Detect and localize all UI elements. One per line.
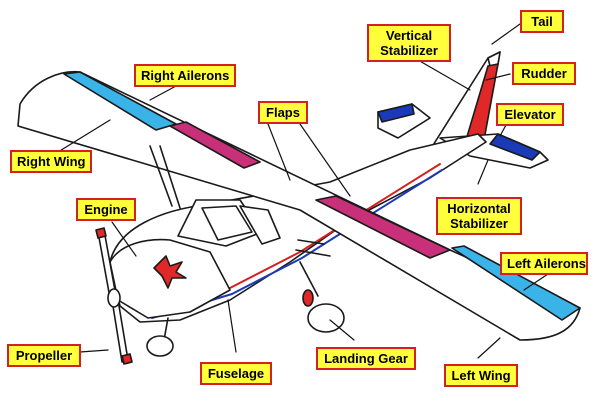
label-right-wing: Right Wing <box>10 150 92 173</box>
wing-strut <box>149 145 173 207</box>
label-rudder: Rudder <box>512 62 576 85</box>
cockpit-windows <box>177 199 281 247</box>
label-propeller: Propeller <box>7 344 81 367</box>
label-left-wing: Left Wing <box>444 364 518 387</box>
label-landing-gear: Landing Gear <box>316 347 416 370</box>
engine-cowling <box>109 238 231 319</box>
label-elevator: Elevator <box>496 103 564 126</box>
label-engine: Engine <box>76 198 136 221</box>
elevator <box>489 133 541 161</box>
label-flaps: Flaps <box>258 101 308 124</box>
label-tail: Tail <box>520 10 564 33</box>
label-left-ailerons: Left Ailerons <box>500 252 588 275</box>
horizontal-stabilizer-left <box>377 103 431 139</box>
main-wing <box>17 70 581 341</box>
wing-strut <box>297 239 325 245</box>
label-vertical-stabilizer: Vertical Stabilizer <box>367 24 451 62</box>
label-horizontal-stabilizer: Horizontal Stabilizer <box>436 197 522 235</box>
leader-lines <box>57 23 549 359</box>
label-fuselage: Fuselage <box>200 362 272 385</box>
wing-strut <box>159 145 181 209</box>
landing-gear <box>146 261 345 357</box>
emblem <box>153 255 187 289</box>
label-right-ailerons: Right Ailerons <box>134 64 236 87</box>
propeller <box>95 227 133 365</box>
wing-strut <box>295 249 331 257</box>
